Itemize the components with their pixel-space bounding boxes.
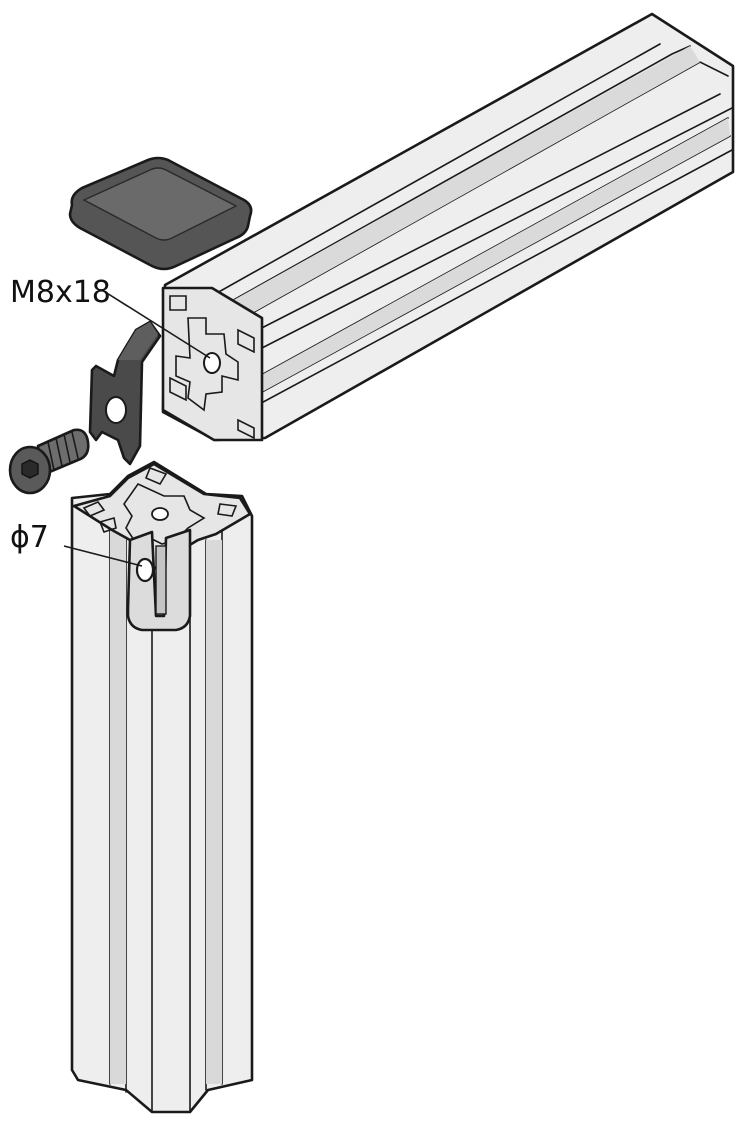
hole-diameter-label: ϕ7: [10, 520, 49, 555]
vertical-profile-center-hole: [151, 507, 169, 521]
screw-leader-line: [101, 289, 211, 359]
vertical-profile: [70, 460, 254, 1114]
connector-clip: [88, 320, 162, 466]
connector-clip-hole: [105, 396, 127, 424]
screw: [8, 428, 90, 495]
end-cap-top-face: [82, 167, 238, 241]
horizontal-profile: [161, 12, 735, 442]
hole-leader-line: [63, 545, 143, 567]
screw-hex-socket-icon: [21, 459, 39, 479]
connector-clip-body: [88, 320, 162, 466]
vertical-profile-side-hole: [135, 557, 155, 583]
horizontal-profile-center-hole: [203, 352, 221, 374]
end-cap: [68, 156, 253, 271]
screw-size-label: M8x18: [10, 275, 111, 310]
